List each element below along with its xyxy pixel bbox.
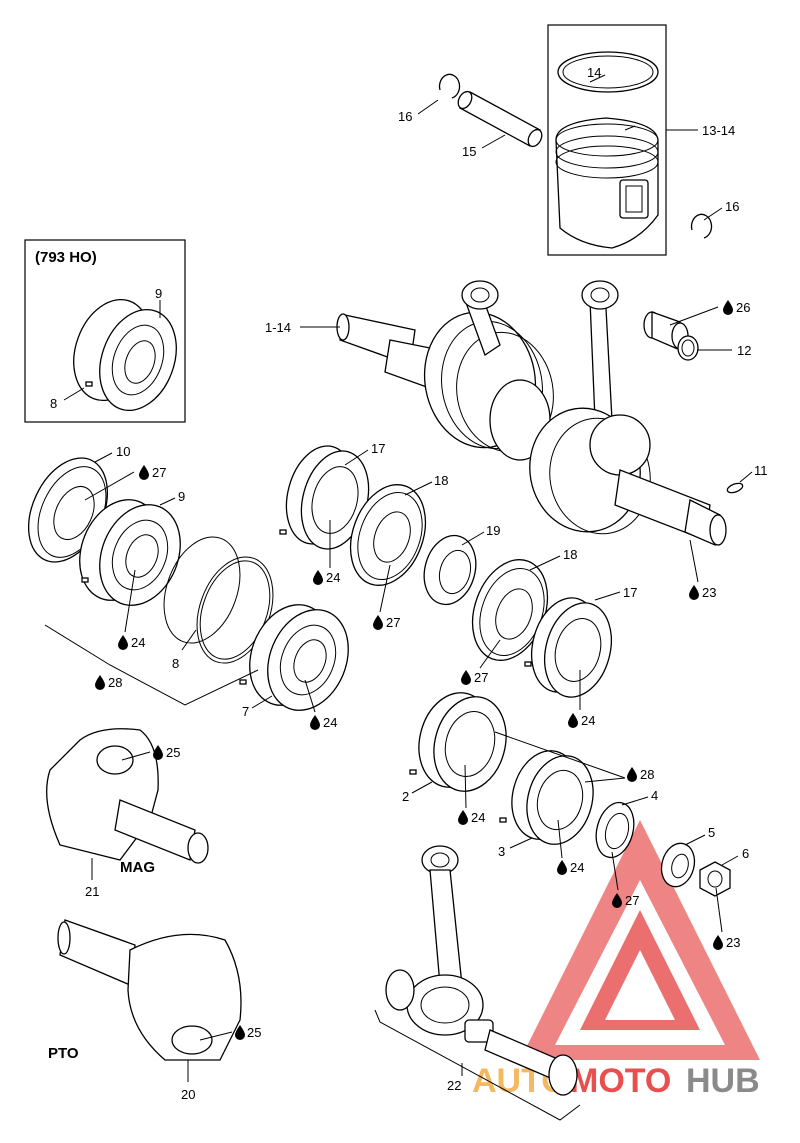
bearing-17-upper	[279, 445, 370, 550]
callout-28-b: 28	[640, 767, 654, 782]
bracket-28-right	[494, 731, 626, 783]
bearing-9	[79, 499, 181, 606]
callout-1-14: 1-14	[265, 320, 291, 335]
callout-16-right: 16	[725, 199, 739, 214]
callout-27-d: 27	[625, 893, 639, 908]
callout-24-c: 24	[131, 635, 145, 650]
callout-23-a: 23	[702, 585, 716, 600]
callout-24-a: 24	[326, 570, 340, 585]
callout-15: 15	[462, 144, 476, 159]
callout-8: 8	[172, 656, 179, 671]
bracket-22	[374, 1009, 581, 1121]
callout-4: 4	[651, 788, 658, 803]
callout-20: 20	[181, 1087, 195, 1102]
circlip-16-top	[438, 73, 461, 99]
callout-25-a: 25	[166, 745, 180, 760]
piston-pin-15	[457, 90, 543, 148]
callout-23-b: 23	[726, 935, 740, 950]
callout-14: 14	[587, 65, 601, 80]
washer-5	[660, 842, 696, 888]
callout-11: 11	[754, 463, 768, 478]
crankshaft-assembly	[336, 280, 727, 546]
bracket-28-left	[44, 624, 259, 706]
callout-21: 21	[85, 884, 99, 899]
watermark-moto: MOTO	[570, 1062, 671, 1100]
callout-17-b: 17	[623, 585, 637, 600]
callout-18-b: 18	[563, 547, 577, 562]
callout-24-b: 24	[581, 713, 595, 728]
woodruff-key-11	[726, 482, 744, 494]
ho-793-label: (793 HO)	[35, 249, 97, 266]
callout-25-b: 25	[247, 1025, 261, 1040]
callout-24-f: 24	[570, 860, 584, 875]
callout-27-c: 27	[474, 670, 488, 685]
gear-19	[423, 534, 477, 606]
callout-26: 26	[736, 300, 750, 315]
seal-4	[595, 801, 635, 859]
callout-7: 7	[242, 704, 249, 719]
crank-half-mag-21	[46, 728, 209, 864]
needle-bearing-26	[643, 311, 699, 361]
callout-17-a: 17	[371, 441, 385, 456]
bearing-3	[499, 750, 594, 845]
callout-10: 10	[116, 444, 130, 459]
callout-3: 3	[498, 844, 505, 859]
piston-inset	[547, 24, 667, 256]
nut-6	[699, 861, 731, 897]
callout-24-d: 24	[323, 715, 337, 730]
callout-9: 9	[178, 489, 185, 504]
mag-label: MAG	[120, 859, 155, 876]
callout-5: 5	[708, 825, 715, 840]
callout-28-a: 28	[108, 675, 122, 690]
ho-793-inset	[24, 239, 186, 423]
callout-27-b: 27	[386, 615, 400, 630]
callout-18-a: 18	[434, 473, 448, 488]
callout-24-e: 24	[471, 810, 485, 825]
callout-6: 6	[742, 846, 749, 861]
callout-8-box: 8	[50, 396, 57, 411]
bearing-17-lower	[524, 597, 612, 698]
circlip-16-right	[690, 213, 713, 239]
bearing-2	[409, 692, 507, 792]
bearing-7	[239, 604, 349, 711]
callout-22: 22	[447, 1078, 461, 1093]
callout-27-a: 27	[152, 465, 166, 480]
callout-12: 12	[737, 343, 751, 358]
watermark-hub: HUB	[686, 1062, 760, 1100]
seal-18-upper	[349, 484, 427, 586]
automotohub-logo: AUTO MOTO HUB	[472, 820, 760, 1100]
callout-16-top: 16	[398, 109, 412, 124]
callout-2: 2	[402, 789, 409, 804]
callout-19: 19	[486, 523, 500, 538]
callout-9-box: 9	[155, 286, 162, 301]
connecting-rod-22	[385, 845, 578, 1096]
seal-18-lower	[471, 559, 549, 661]
pto-label: PTO	[48, 1045, 79, 1062]
callout-13-14: 13-14	[702, 123, 735, 138]
crank-half-pto-20	[57, 919, 242, 1061]
